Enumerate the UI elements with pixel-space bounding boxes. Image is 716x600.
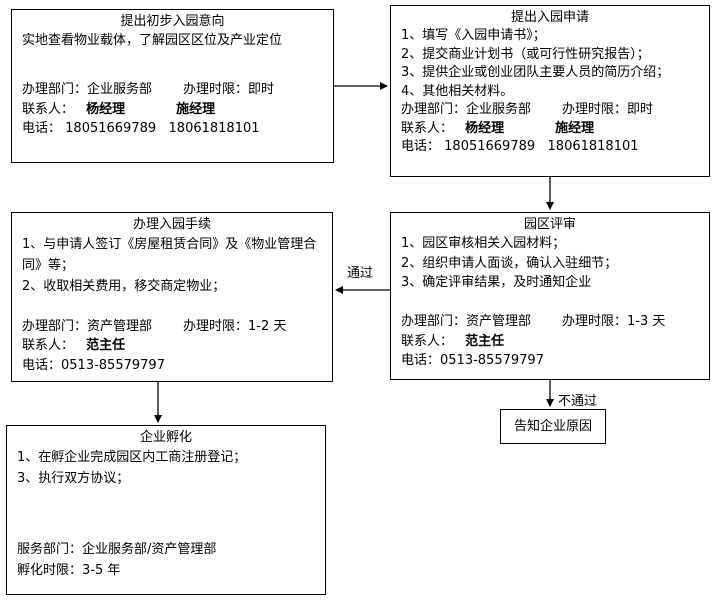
dept-time-row: 办理部门：资产管理部 办理时限：1-2 天 (12, 317, 332, 337)
dept-time-row: 办理部门：资产管理部 办理时限：1-3 天 (391, 312, 709, 332)
label-pass: 通过 (347, 266, 374, 281)
step-item: 1、与申请人签订《房屋租赁合同》及《物业管理合 (22, 237, 317, 252)
incubation-period-row: 孵化时限：3-5 年 (7, 560, 325, 581)
step-title: 办理入园手续 (132, 217, 211, 232)
phone-value: 0513-85579797 (440, 353, 544, 368)
step-application: 提出入园申请 1、填写《入园申请书》； 2、提交商业计划书（或可行性研究报告）；… (390, 5, 710, 177)
contact-label: 联系人： (22, 338, 75, 353)
contact-name: 杨经理 (86, 101, 126, 117)
dept-label: 办理部门： (22, 318, 88, 334)
contact-row: 联系人： 范主任 (12, 336, 332, 356)
dept-time-row: 办理部门：企业服务部 办理时限：即时 (12, 80, 333, 100)
time-value: 即时 (248, 82, 275, 97)
step-title: 提出初步入园意向 (120, 14, 225, 29)
time-label: 办理时限： (183, 318, 249, 334)
phone-row: 电话： 18051669789 18061818101 (391, 138, 709, 157)
step-item: 1、在孵企业完成园区内工商注册登记； (17, 450, 247, 465)
phone-label: 电话： (22, 357, 62, 373)
time-value: 3-5 年 (82, 563, 121, 578)
dept-label: 办理部门： (22, 82, 88, 97)
phone-label: 电话： (22, 121, 62, 136)
contact-row: 联系人： 杨经理 施经理 (391, 120, 709, 139)
step-item: 3、执行双方协议； (17, 471, 130, 486)
step-initial-intent: 提出初步入园意向 实地查看物业载体，了解园区区位及产业定位 办理部门：企业服务部… (11, 9, 334, 163)
time-value: 1-2 天 (248, 318, 287, 334)
label-fail: 不通过 (558, 394, 598, 409)
contact-row: 联系人： 杨经理 施经理 (12, 100, 333, 120)
step-item: 2、组织申请人面谈，确认入驻细节； (401, 255, 618, 271)
contact-name: 施经理 (555, 120, 595, 136)
step-item: 4、其他相关材料。 (401, 83, 514, 99)
step-item: 1、园区审核相关入园材料； (401, 236, 566, 251)
contact-name: 施经理 (176, 101, 216, 117)
step-title: 提出入园申请 (510, 10, 589, 25)
step-item: 2、提交商业计划书（或可行性研究报告）； (401, 46, 650, 62)
step-item: 3、提供企业或创业团队主要人员的简历介绍； (401, 65, 670, 80)
phone-value: 18051669789 18061818101 (65, 121, 260, 136)
dept-value: 资产管理部 (466, 314, 532, 329)
time-value: 1-3 天 (627, 314, 666, 329)
time-value: 即时 (627, 102, 654, 117)
dept-label: 服务部门： (17, 542, 83, 557)
dept-value: 企业服务部 (466, 102, 532, 117)
contact-name: 范主任 (465, 333, 505, 349)
notify-text: 告知企业原因 (513, 419, 592, 434)
dept-time-row: 办理部门：企业服务部 办理时限：即时 (391, 101, 709, 120)
contact-name: 范主任 (86, 338, 126, 353)
dept-value: 资产管理部 (87, 318, 153, 334)
step-item: 1、填写《入园申请书》； (401, 28, 546, 43)
step-incubation: 企业孵化 1、在孵企业完成园区内工商注册登记； 3、执行双方协议； 服务部门：企… (6, 425, 326, 595)
dept-label: 办理部门： (401, 314, 467, 329)
step-title: 园区评审 (523, 217, 576, 232)
step-item: 2、收取相关费用，移交商定物业； (22, 279, 226, 294)
service-dept-row: 服务部门：企业服务部/资产管理部 (7, 539, 325, 560)
contact-row: 联系人： 范主任 (391, 332, 709, 352)
phone-value: 0513-85579797 (61, 357, 165, 373)
dept-value: 企业服务部/资产管理部 (82, 542, 217, 557)
contact-label: 联系人： (401, 120, 454, 136)
step-entry-procedures: 办理入园手续 1、与申请人签订《房屋租赁合同》及《物业管理合 同》等； 2、收取… (11, 212, 333, 382)
step-item: 3、确定评审结果，及时通知企业 (401, 275, 592, 290)
step-title: 企业孵化 (139, 430, 192, 445)
step-notify-reason: 告知企业原因 (500, 409, 606, 444)
time-label: 办理时限： (183, 82, 249, 97)
phone-row: 电话： 18051669789 18061818101 (12, 119, 333, 139)
time-label: 孵化时限： (17, 563, 83, 578)
dept-label: 办理部门： (401, 102, 467, 117)
phone-value: 18051669789 18061818101 (444, 139, 639, 154)
time-label: 办理时限： (562, 314, 628, 329)
contact-name: 杨经理 (465, 120, 505, 136)
phone-label: 电话： (401, 353, 441, 368)
time-label: 办理时限： (562, 102, 628, 117)
contact-label: 联系人： (22, 101, 75, 117)
step-item: 同》等； (22, 258, 75, 273)
phone-row: 电话：0513-85579797 (12, 356, 332, 376)
phone-row: 电话：0513-85579797 (391, 351, 709, 371)
phone-label: 电话： (401, 139, 441, 154)
dept-value: 企业服务部 (87, 82, 153, 97)
contact-label: 联系人： (401, 333, 454, 349)
step-park-review: 园区评审 1、园区审核相关入园材料； 2、组织申请人面谈，确认入驻细节； 3、确… (390, 212, 710, 380)
step-description: 实地查看物业载体，了解园区区位及产业定位 (22, 33, 283, 48)
